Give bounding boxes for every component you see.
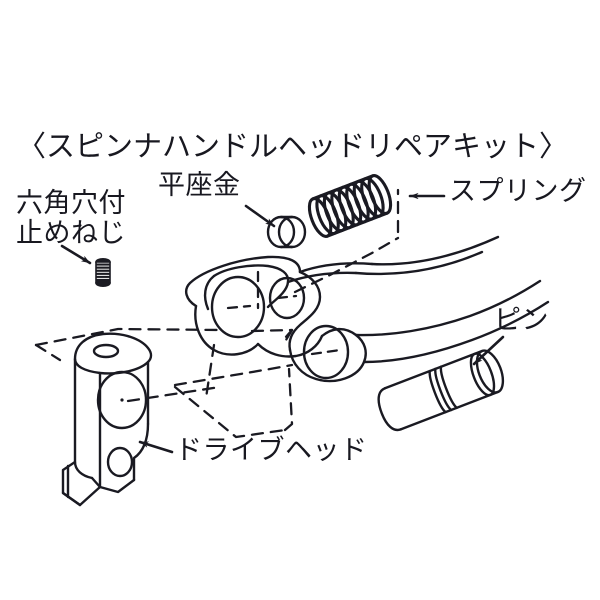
washer-leader-arrow [244, 204, 276, 228]
part-spring [307, 174, 393, 238]
label-flat-washer: 平座金 [158, 170, 241, 201]
yoke-centerline [226, 270, 342, 356]
label-drive-head: ドライブヘッド [175, 435, 368, 466]
label-set-screw: 六角穴付止めねじ [16, 188, 126, 250]
part-handle-yoke [184, 255, 374, 383]
label-set-screw-line2: 止めねじ [16, 218, 126, 250]
assembly-projection-plane [34, 327, 294, 387]
label-pin: ピン [494, 305, 549, 336]
diagram-title: 〈スピンナハンドルヘッドリペアキット〉 [17, 129, 569, 163]
bore-centerline [126, 385, 222, 403]
part-flat-washer [266, 215, 307, 249]
leader-arrows [60, 192, 505, 454]
drive-head-leader-arrow [138, 440, 174, 454]
label-set-screw-line1: 六角穴付 [16, 188, 126, 219]
pin-leader-arrow [472, 335, 505, 366]
part-handle-arm [354, 235, 550, 364]
spring-axis-line [293, 188, 400, 294]
set-screw-leader-arrow [60, 244, 92, 265]
part-pin [377, 349, 505, 432]
part-set-screw [95, 257, 111, 287]
label-spring: スプリング [449, 176, 587, 207]
part-drive-head [61, 332, 153, 507]
